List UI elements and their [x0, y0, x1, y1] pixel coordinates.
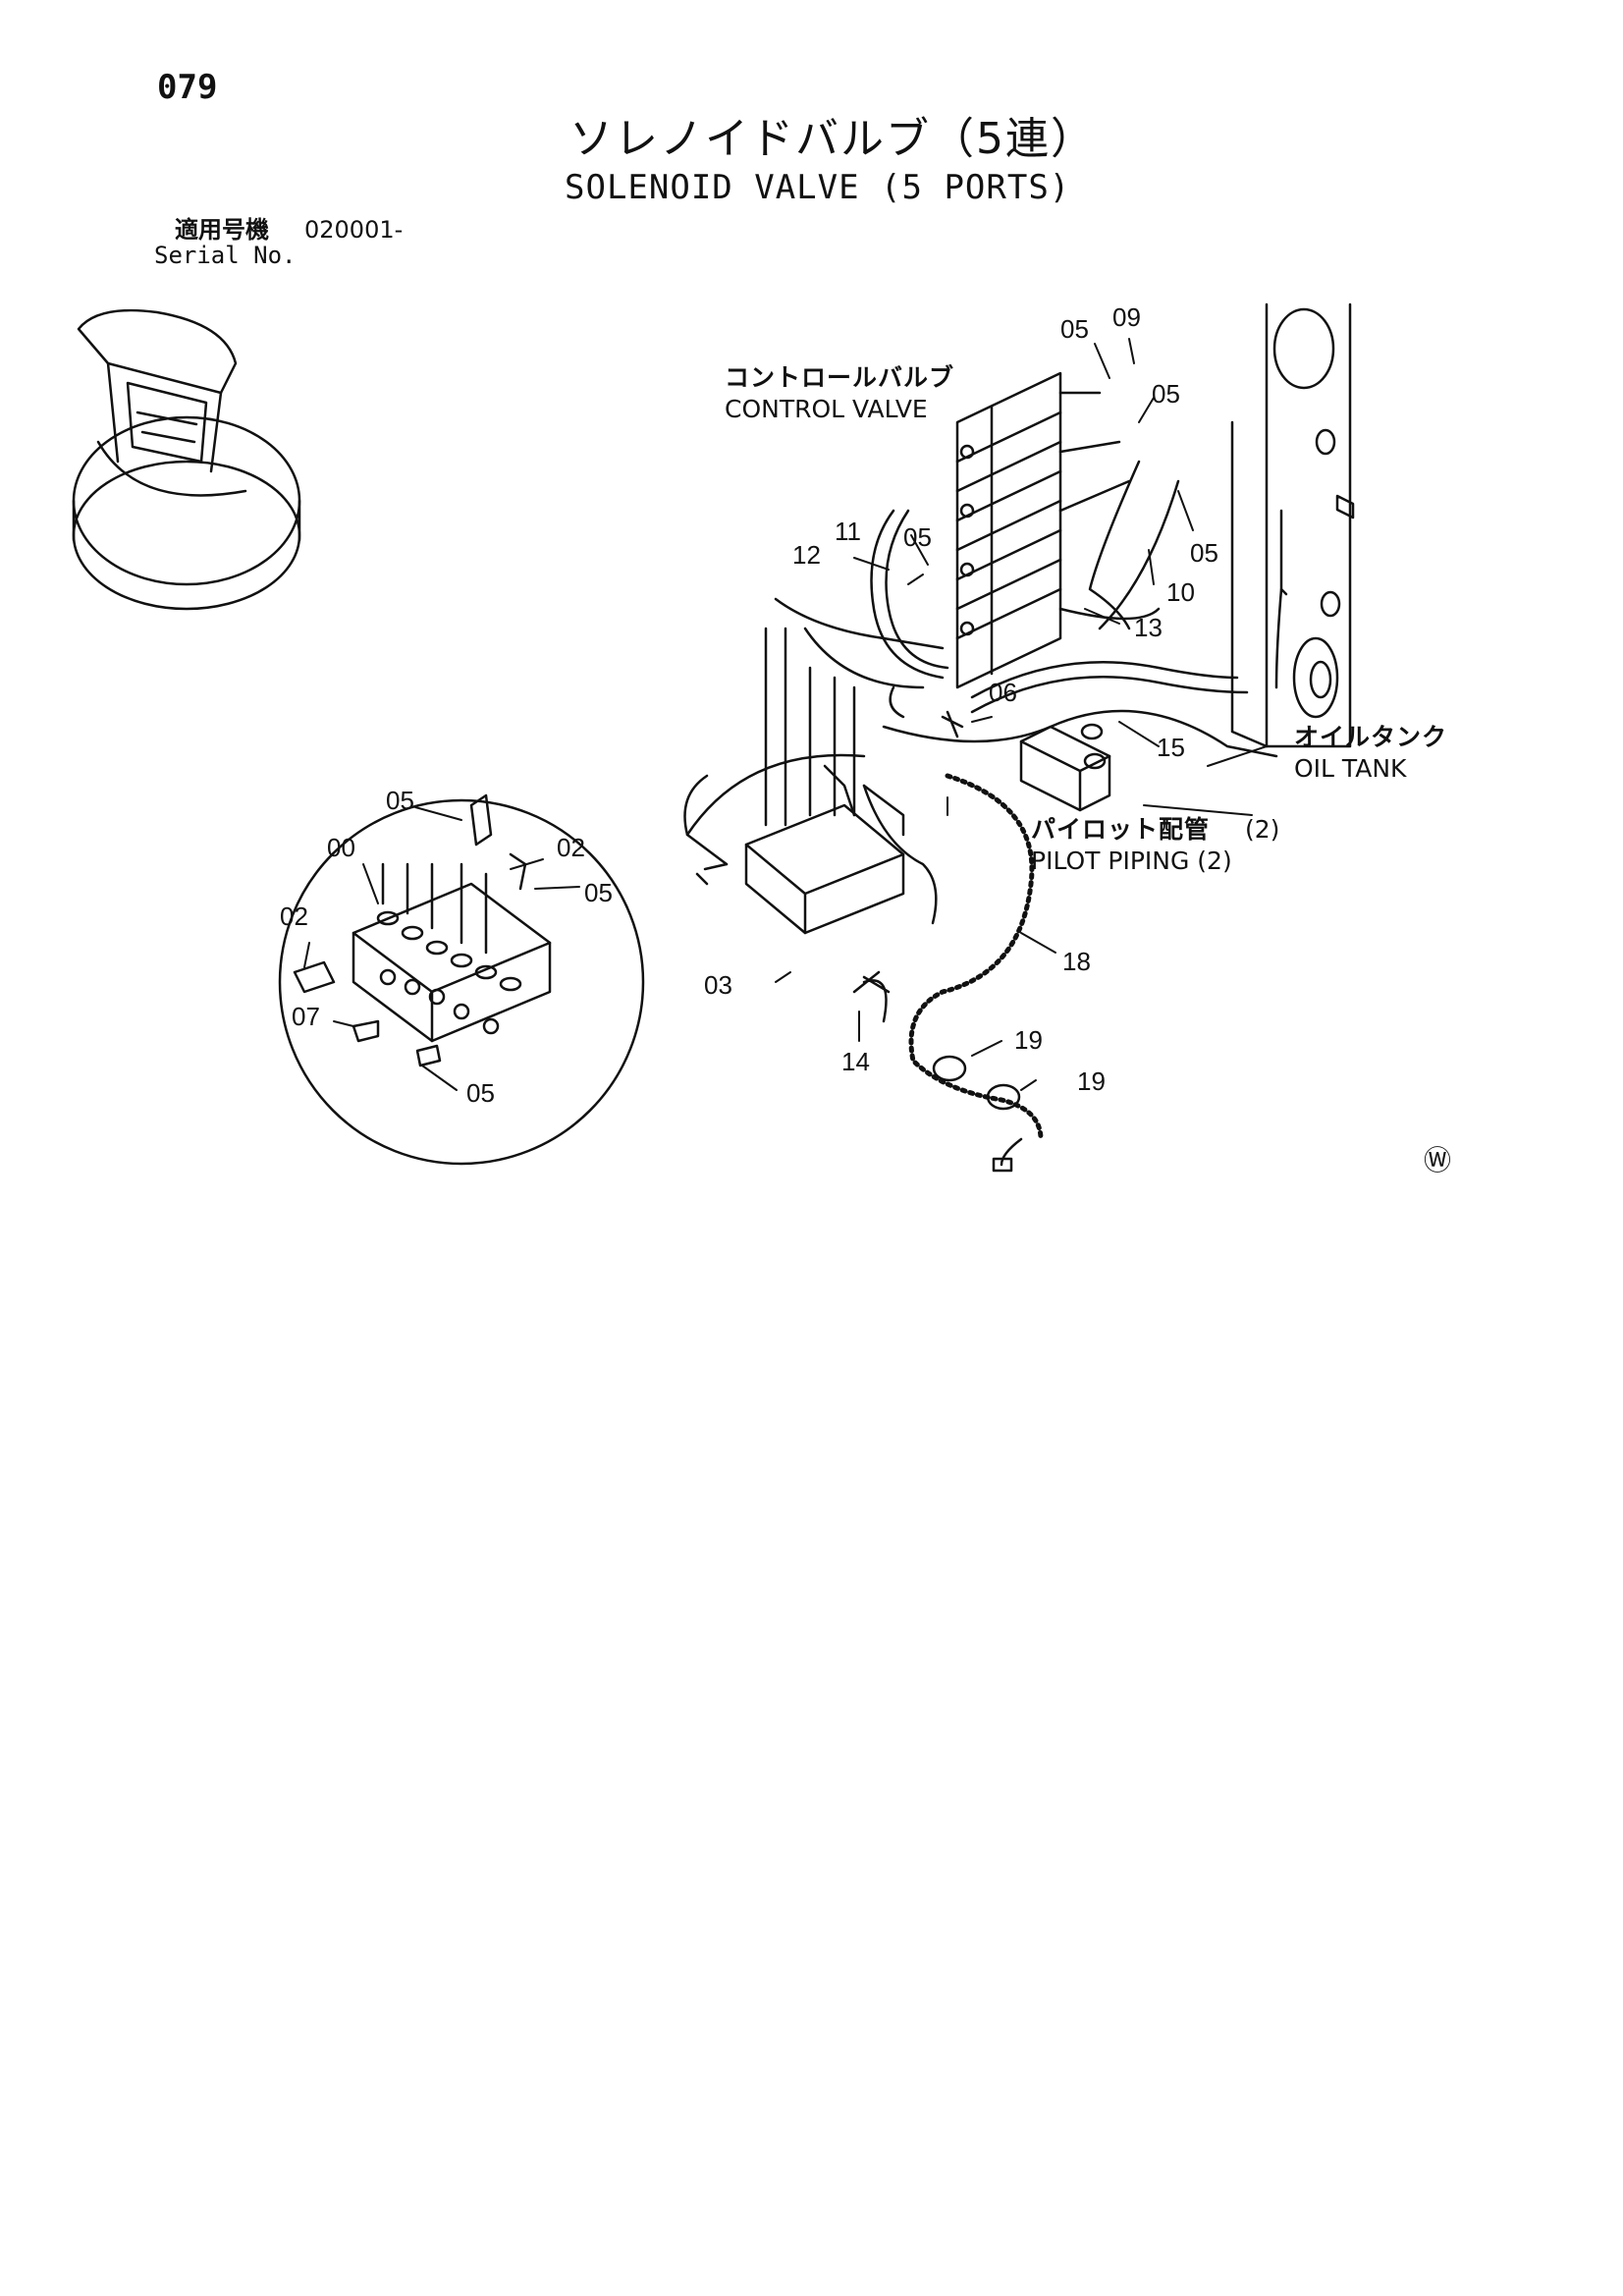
part-number-02: 02 [557, 833, 585, 862]
edition-mark: Ⓦ [1424, 1144, 1452, 1176]
pilot-piping-label-jp: パイロット配管 [1031, 815, 1211, 844]
oil-tank-label-en: OIL TANK [1294, 754, 1407, 783]
part-number-14: 14 [841, 1047, 870, 1076]
oil-tank-drawing [1230, 302, 1355, 748]
oil-tank-label-jp: オイルタンク [1294, 723, 1448, 751]
part-number-07: 07 [292, 1002, 320, 1031]
pilot-piping-block [941, 710, 1111, 812]
harness-connectors [695, 862, 1023, 1173]
part-number-10: 10 [1166, 577, 1195, 607]
part-number-05: 05 [903, 522, 932, 552]
part-number-19: 19 [1077, 1066, 1106, 1096]
detail-view-circle [278, 793, 645, 1166]
page-number: 079 [157, 68, 218, 107]
part-number-02: 02 [280, 902, 308, 931]
pilot-piping-qty: (2) [1245, 815, 1280, 844]
part-number-05: 05 [1060, 314, 1089, 344]
title-english: SOLENOID VALVE (5 PORTS) [565, 168, 1071, 207]
wiring-harness [908, 773, 1044, 1142]
control-valve-label-en: CONTROL VALVE [725, 395, 928, 423]
part-number-05: 05 [466, 1078, 495, 1108]
pilot-piping-label-en: PILOT PIPING (2) [1031, 847, 1232, 875]
control-valve-label-jp: コントロールバルブ [725, 363, 955, 392]
part-number-19: 19 [1014, 1025, 1043, 1055]
part-number-12: 12 [792, 540, 821, 570]
part-number-03: 03 [704, 970, 732, 1000]
part-number-05: 05 [386, 786, 414, 815]
part-number-05: 05 [1190, 538, 1218, 568]
part-number-09: 09 [1112, 302, 1141, 332]
part-number-13: 13 [1134, 613, 1163, 642]
serial-label-english: Serial No. [154, 242, 297, 269]
solenoid-valve-assembly [683, 627, 938, 935]
part-number-05: 05 [584, 878, 613, 907]
machine-overview-thumbnail [72, 308, 301, 611]
pilot-hoses [774, 460, 1278, 758]
part-number-11: 11 [835, 517, 861, 546]
control-valve-drawing [955, 371, 1131, 689]
part-number-18: 18 [1062, 947, 1091, 976]
title-japanese: ソレノイドバルブ（5連） [569, 114, 1096, 164]
leader-lines [303, 338, 1268, 1091]
part-number-00: 00 [327, 833, 355, 862]
serial-label-japanese: 適用号機 [175, 216, 269, 244]
part-number-05: 05 [1152, 379, 1180, 409]
serial-value: 020001- [304, 216, 404, 244]
part-number-06: 06 [989, 678, 1017, 707]
part-number-15: 15 [1157, 733, 1185, 762]
